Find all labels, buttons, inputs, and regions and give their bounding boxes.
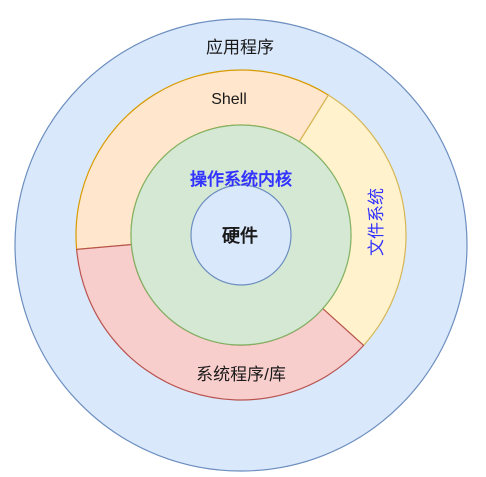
hardware-circle (190, 184, 292, 286)
system-library-label: 系统程序/库 (196, 365, 286, 384)
hardware-label: 硬件 (222, 225, 258, 246)
shell-label: Shell (211, 91, 247, 108)
application-label: 应用程序 (206, 38, 274, 57)
kernel-label: 操作系统内核 (190, 169, 292, 189)
filesystem-label: 文件系统 (367, 188, 386, 256)
